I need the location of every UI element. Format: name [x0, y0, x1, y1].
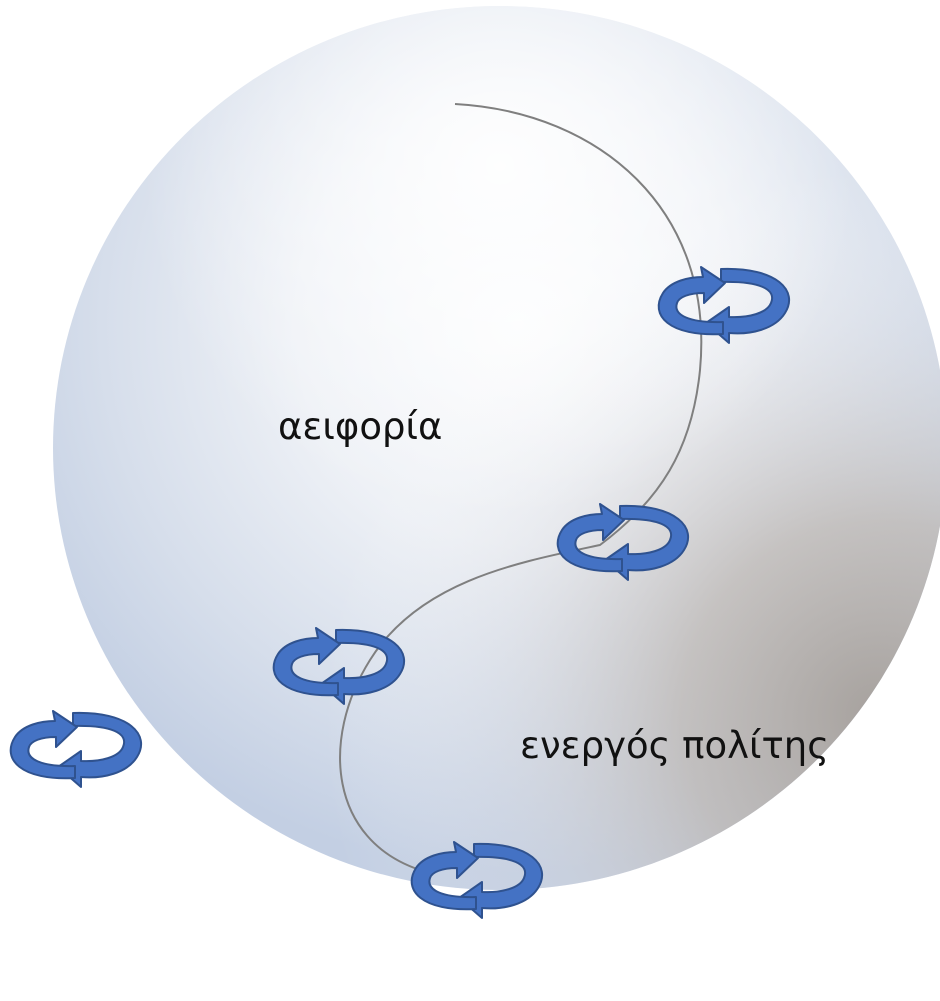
- active-citizen-label: ενεργός πολίτης: [520, 724, 829, 767]
- sustainability-label: αειφορία: [278, 405, 443, 448]
- curved-path: [339, 103, 703, 871]
- cycle-icon-4: [9, 710, 143, 788]
